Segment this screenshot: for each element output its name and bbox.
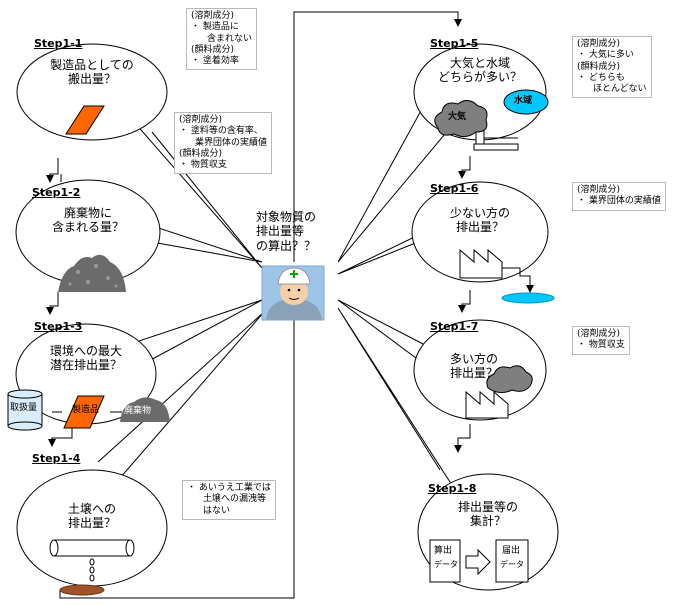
note-step1-6: (溶剤成分)・ 業界団体の実績値	[572, 182, 666, 211]
center-question: 対象物質の排出量等の算出？？	[256, 210, 317, 253]
waste-pile-icon	[58, 254, 126, 292]
air-label: 大気	[448, 112, 467, 122]
step1-2-question: 廃棄物に含まれる量？	[51, 206, 124, 235]
worker-avatar	[261, 265, 325, 321]
handling-label: 取扱量	[10, 403, 38, 413]
top-connector	[293, 11, 462, 262]
step1-4-title: Step1-4	[32, 452, 81, 465]
step1-8-question: 排出量等の集計？	[457, 500, 518, 529]
waste-shape-icon	[120, 397, 170, 422]
right-step-arrows	[454, 156, 471, 453]
calc-label: 算出	[434, 546, 453, 556]
bubble-step1-6	[411, 181, 549, 283]
step1-5-question: 大気と水域どちらが多い？	[437, 56, 522, 85]
speech-rays	[97, 75, 471, 511]
handling-tank-icon	[7, 389, 43, 431]
note-step1-2: (溶剤成分)・ 塗料等の含有率、 業界団体の実績値(顔料成分) ・ 物質収支	[174, 112, 273, 175]
step1-7-title: Step1-7	[430, 320, 479, 333]
submit-data-doc	[495, 539, 529, 583]
water-icon	[501, 292, 555, 304]
step1-6-question: 少ない方の排出量？	[449, 206, 510, 235]
submit-data-label: データ	[500, 560, 524, 569]
product-label: 製造品	[72, 405, 100, 415]
water-label: 水域	[514, 96, 533, 106]
factory-icon-small	[459, 248, 531, 286]
calc-data-label: データ	[434, 560, 458, 569]
product-shape-icon	[63, 395, 105, 429]
bottom-connector	[59, 320, 295, 599]
pipe-icon	[49, 539, 135, 557]
drops-icon	[89, 558, 95, 582]
step1-5-title: Step1-5	[430, 37, 479, 50]
product-icon	[65, 105, 105, 135]
note-step1-5: (溶剤成分)・ 大気に多い (顔料成分)・ どちらも ほとんどない	[572, 36, 652, 99]
water-cloud-icon	[503, 89, 549, 115]
step1-1-title: Step1-1	[34, 37, 83, 50]
smoke-cloud-icon	[486, 365, 533, 394]
note-step1-7: (溶剤成分)・ 物質収支	[572, 326, 630, 355]
step1-8-title: Step1-8	[428, 482, 477, 495]
soil-icon	[59, 584, 105, 596]
note-step1-4: ・ あいうえ工業では土壌への漏洩等 はない	[182, 480, 276, 520]
calc-data-doc	[429, 539, 461, 583]
step1-2-title: Step1-2	[32, 186, 81, 199]
waste-label: 廃棄物	[124, 406, 152, 416]
bubble-step1-1	[16, 43, 168, 141]
step1-7-question: 多い方の排出量？	[449, 352, 498, 381]
step1-6-title: Step1-6	[430, 182, 479, 195]
step1-3-question: 環境への最大潜在排出量？	[49, 344, 122, 373]
factory-icon-large	[465, 390, 509, 419]
air-cloud-icon	[434, 100, 488, 138]
step1-1-question: 製造品としての搬出量？	[50, 58, 134, 87]
note-step1-1: (溶剤成分)・ 製造品に 含まれない(顔料成分) ・ 塗着効率	[186, 8, 258, 71]
submit-label: 届出	[502, 546, 521, 556]
step1-3-title: Step1-3	[34, 320, 83, 333]
bubble-step1-7	[413, 319, 547, 421]
left-step-arrows	[46, 158, 73, 447]
step1-4-question: 土壌への排出量？	[67, 502, 116, 531]
block-arrow-icon	[465, 548, 491, 576]
